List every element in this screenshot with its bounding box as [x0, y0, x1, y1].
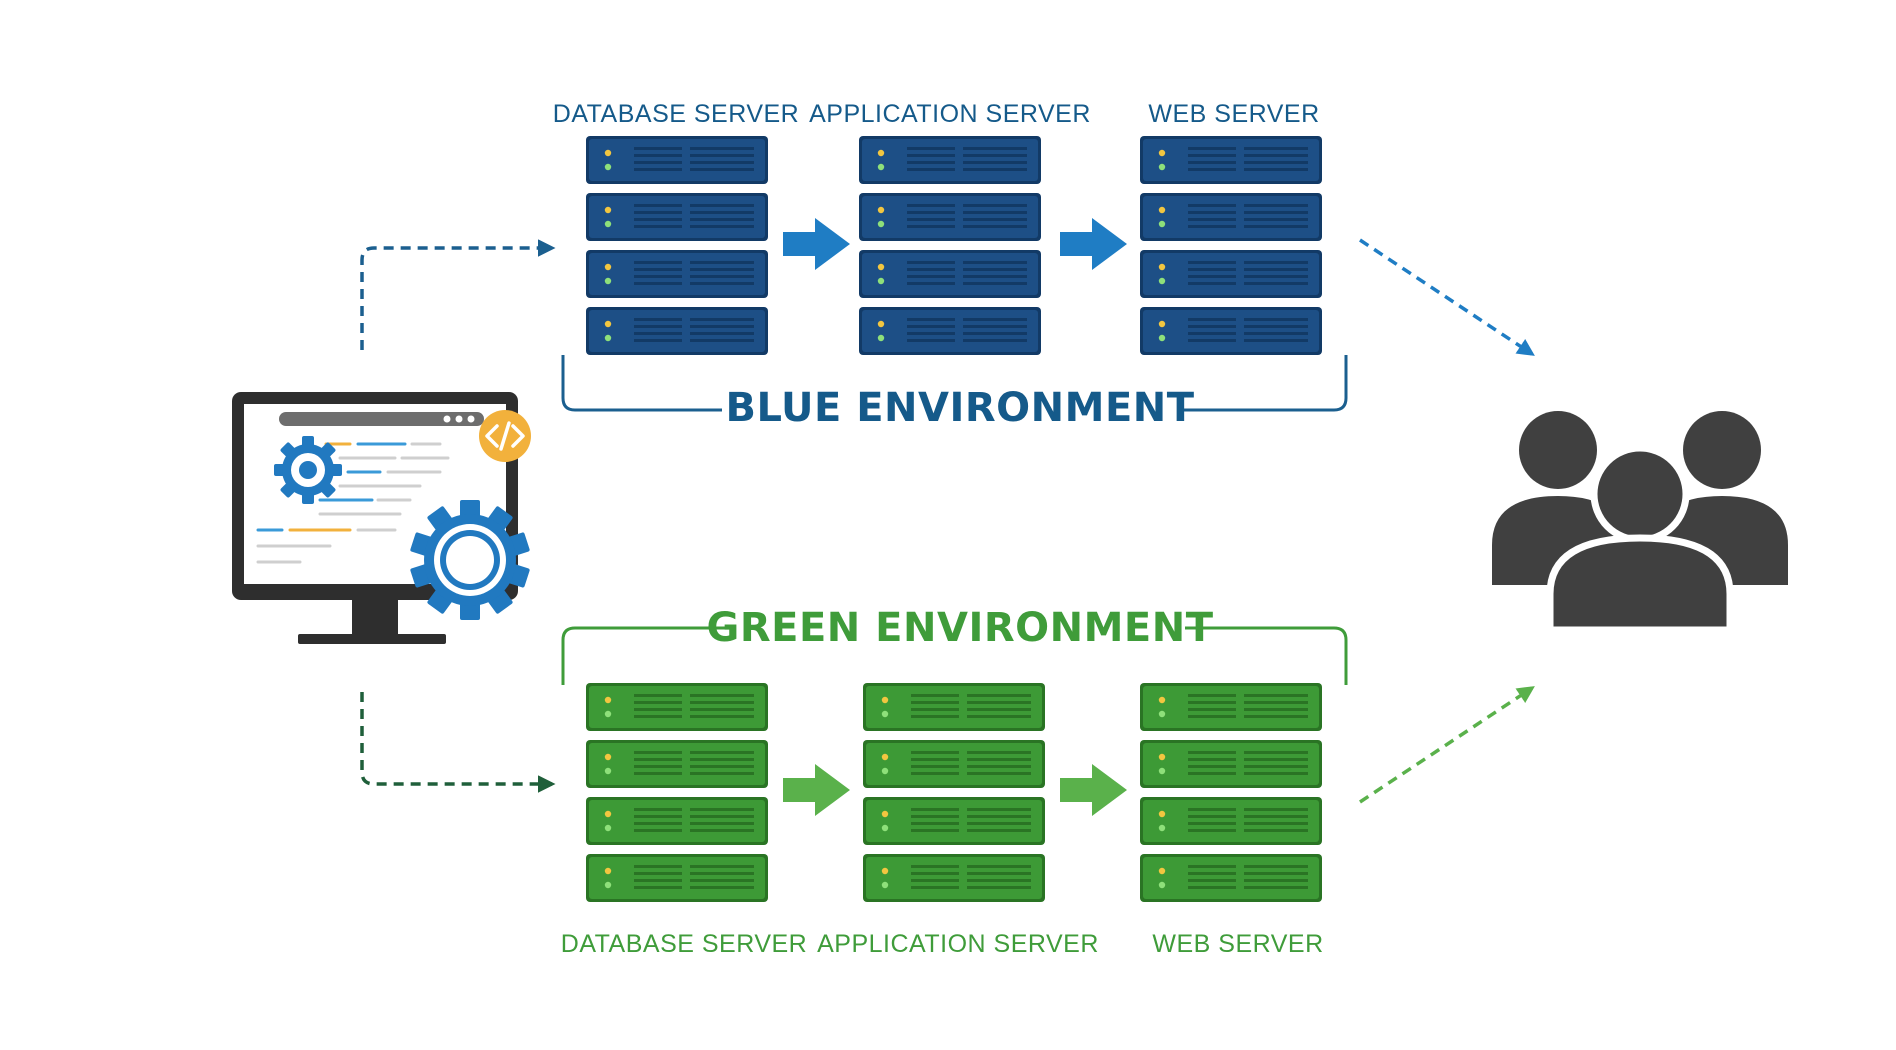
green-environment-title: GREEN ENVIRONMENT: [707, 605, 1214, 651]
blue-database-server-rack: [586, 136, 768, 355]
blue-application-server-rack: [859, 136, 1041, 355]
blue-database-server-label: DATABASE SERVER: [553, 100, 799, 128]
green-application-server-label: APPLICATION SERVER: [817, 930, 1099, 958]
green-db-to-app-arrow: [783, 764, 850, 816]
green-web-server-label: WEB SERVER: [1152, 930, 1323, 958]
gear-large-icon: [410, 500, 530, 620]
blue-app-to-web-arrow: [1060, 218, 1127, 270]
blue-web-server-label: WEB SERVER: [1148, 100, 1319, 128]
green-to-users-dashed-arrow: [1359, 686, 1535, 804]
green-database-server-rack: [586, 683, 768, 902]
blue-application-server-label: APPLICATION SERVER: [809, 100, 1091, 128]
blue-to-users-dashed-arrow: [1359, 238, 1535, 356]
green-app-to-web-arrow: [1060, 764, 1127, 816]
gear-small-icon: [274, 436, 342, 504]
blue-environment-title: BLUE ENVIRONMENT: [725, 385, 1194, 431]
developer-to-green-dashed-arrow: [360, 692, 556, 793]
developer-to-blue-dashed-arrow: [360, 239, 556, 350]
blue-db-to-app-arrow: [783, 218, 850, 270]
monitor-gears-code-icon: [232, 392, 531, 644]
green-application-server-rack: [863, 683, 1045, 902]
green-database-server-label: DATABASE SERVER: [561, 930, 807, 958]
green-web-server-rack: [1140, 683, 1322, 902]
code-badge-icon: [479, 410, 531, 462]
users-group-icon: [1492, 411, 1788, 634]
blue-web-server-rack: [1140, 136, 1322, 355]
green-environment-bracket: [561, 626, 1348, 685]
blue-environment-bracket: [561, 355, 1348, 412]
